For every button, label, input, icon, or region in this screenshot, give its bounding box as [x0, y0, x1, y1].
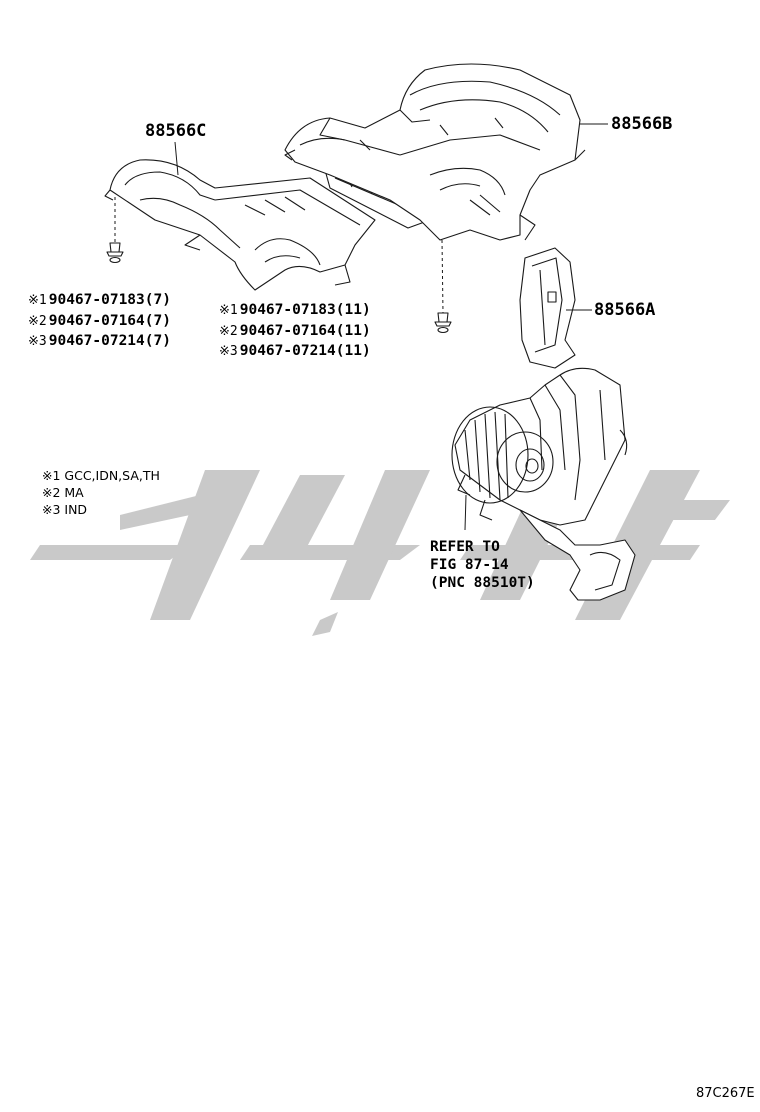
- reference-line: FIG 87-14: [430, 557, 509, 573]
- figure-code: 87C267E: [696, 1086, 755, 1101]
- duct-88566c: [104, 159, 376, 291]
- reference-note: REFER TO FIG 87-14 (PNC 88510T): [430, 538, 535, 592]
- part-label-88566c: 88566C: [145, 121, 207, 141]
- clip-left: [106, 242, 124, 264]
- blower-unit: [451, 367, 636, 601]
- note-line: ※1 GCC,IDN,SA,TH: [42, 468, 160, 483]
- note-line: ※2 MA: [42, 485, 84, 500]
- part-label-88566a: 88566A: [594, 300, 656, 320]
- leader-lines: [114, 123, 608, 531]
- note-line: ※3 IND: [42, 502, 88, 517]
- reference-line: (PNC 88510T): [430, 575, 535, 591]
- reference-line: REFER TO: [430, 539, 500, 555]
- part-label-88566b: 88566B: [611, 114, 673, 134]
- duct-88566b: [284, 63, 586, 241]
- clip-center: [434, 312, 452, 334]
- region-notes: ※1 GCC,IDN,SA,TH ※2 MA ※3 IND: [42, 467, 160, 518]
- duct-88566a: [519, 247, 576, 369]
- drawing-lines: [104, 63, 636, 601]
